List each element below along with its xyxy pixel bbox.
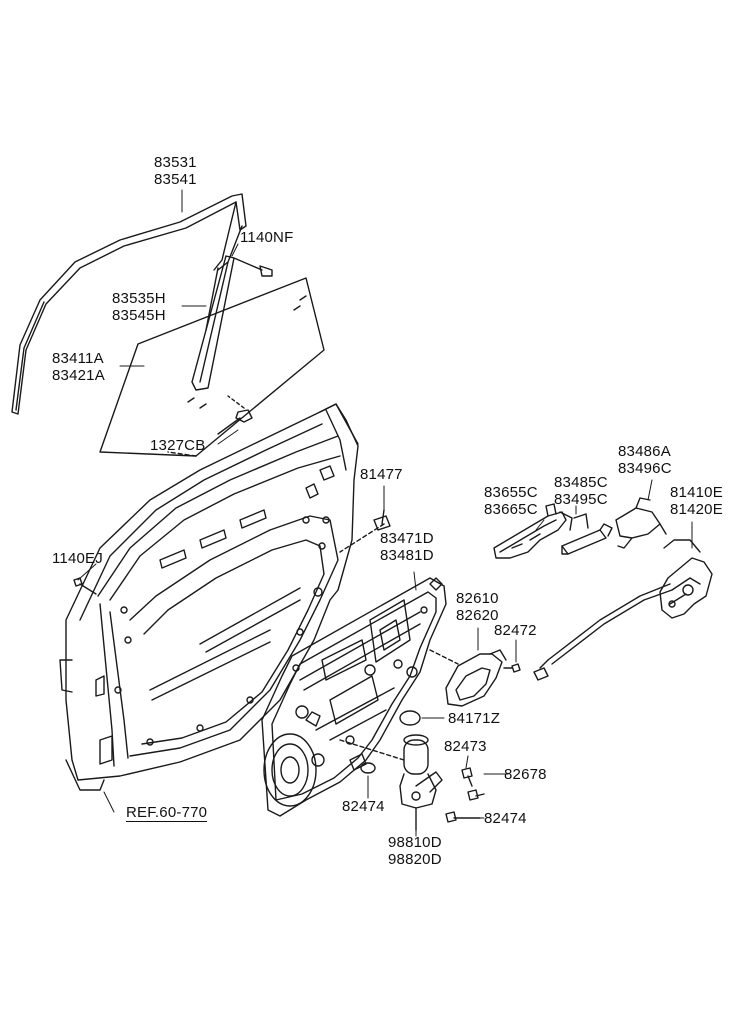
glass-guide-rail <box>191 255 235 391</box>
label-ref-60-770: REF.60-770 <box>126 804 208 822</box>
label-1327cb: 1327CB <box>150 437 206 454</box>
label-84171z: 84171Z <box>448 710 501 727</box>
bolt-82678-icon <box>467 789 485 801</box>
label-1140ej: 1140EJ <box>52 550 103 567</box>
remote-cables <box>533 583 673 681</box>
outside-handle <box>493 503 573 559</box>
pad-84171z-icon <box>399 710 421 726</box>
label-82473: 82473 <box>444 738 487 755</box>
label-1140nf: 1140NF <box>240 229 294 246</box>
screw-82472-icon <box>503 663 521 673</box>
label-82474-left: 82474 <box>342 798 385 815</box>
bolt-1140ej-icon <box>73 577 97 595</box>
bolt-82474-icon <box>445 811 481 823</box>
leader-lines <box>77 189 693 837</box>
clip-81477-icon <box>339 509 391 553</box>
run-channel-strip <box>11 193 247 415</box>
handle-bracket <box>561 513 613 555</box>
door-shell <box>59 403 359 791</box>
window-motor <box>339 734 443 831</box>
grommet-82474-icon <box>360 762 376 774</box>
latch-rod-assembly <box>615 497 667 549</box>
nut-1327cb-icon <box>217 395 253 435</box>
door-latch-actuator <box>659 539 713 619</box>
door-module-panel <box>261 577 447 817</box>
label-82472: 82472 <box>494 622 537 639</box>
bolt-82473-icon <box>461 767 473 787</box>
label-82678: 82678 <box>504 766 547 783</box>
door-glass <box>99 277 325 457</box>
inside-handle <box>429 649 507 707</box>
label-82474-right: 82474 <box>484 810 527 827</box>
label-81477: 81477 <box>360 466 403 483</box>
bolt-1140nf-icon <box>233 257 273 277</box>
